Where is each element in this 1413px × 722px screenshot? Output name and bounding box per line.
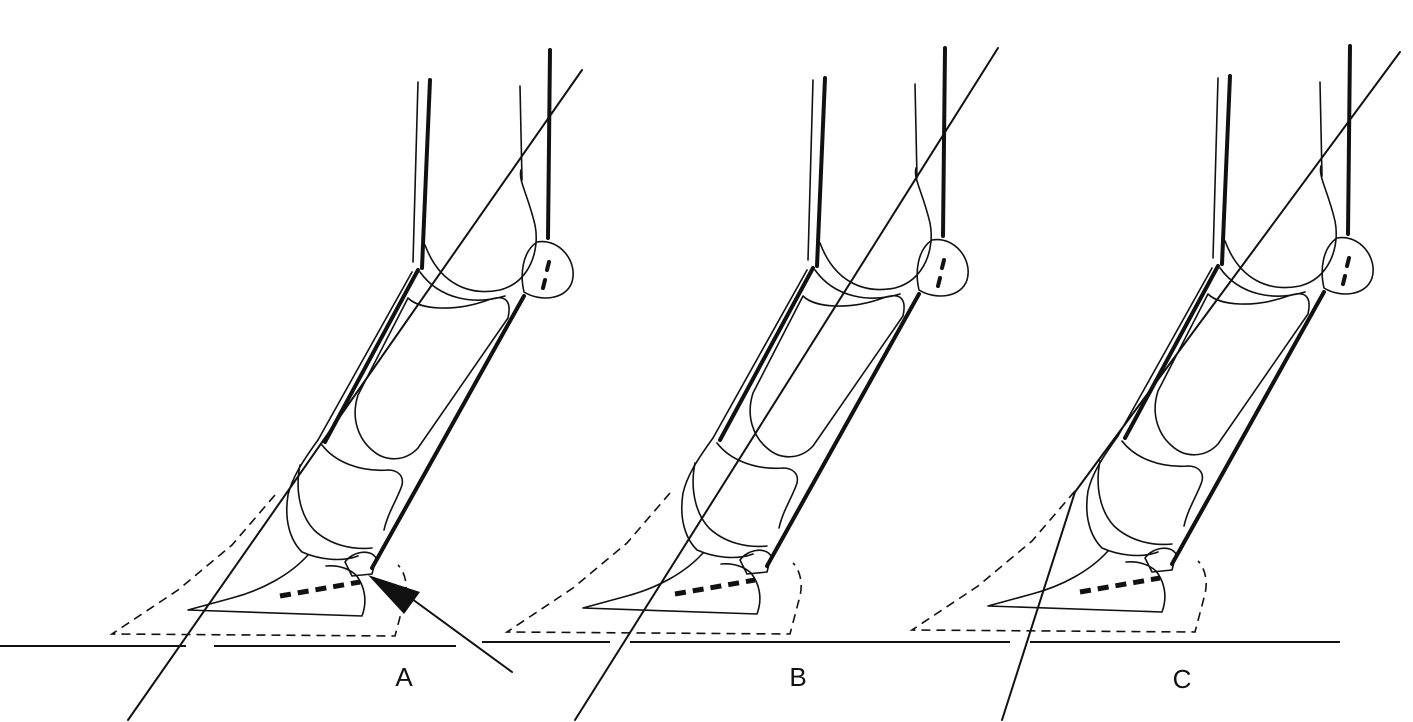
panel-a-label: A <box>395 662 413 692</box>
panel-b-limb <box>507 47 999 721</box>
panel-a-axis-line <box>127 69 583 721</box>
panel-a-arrowhead <box>368 575 420 614</box>
panel-a-limb <box>112 50 583 721</box>
panel-b-axis-line <box>574 47 999 721</box>
panel-c-label: C <box>1173 664 1192 694</box>
panel-c-limb <box>912 46 1401 721</box>
panel-a-arrow-shaft <box>407 595 513 673</box>
panel-c-axis-line <box>1001 51 1401 721</box>
panel-b-label: B <box>789 662 806 692</box>
